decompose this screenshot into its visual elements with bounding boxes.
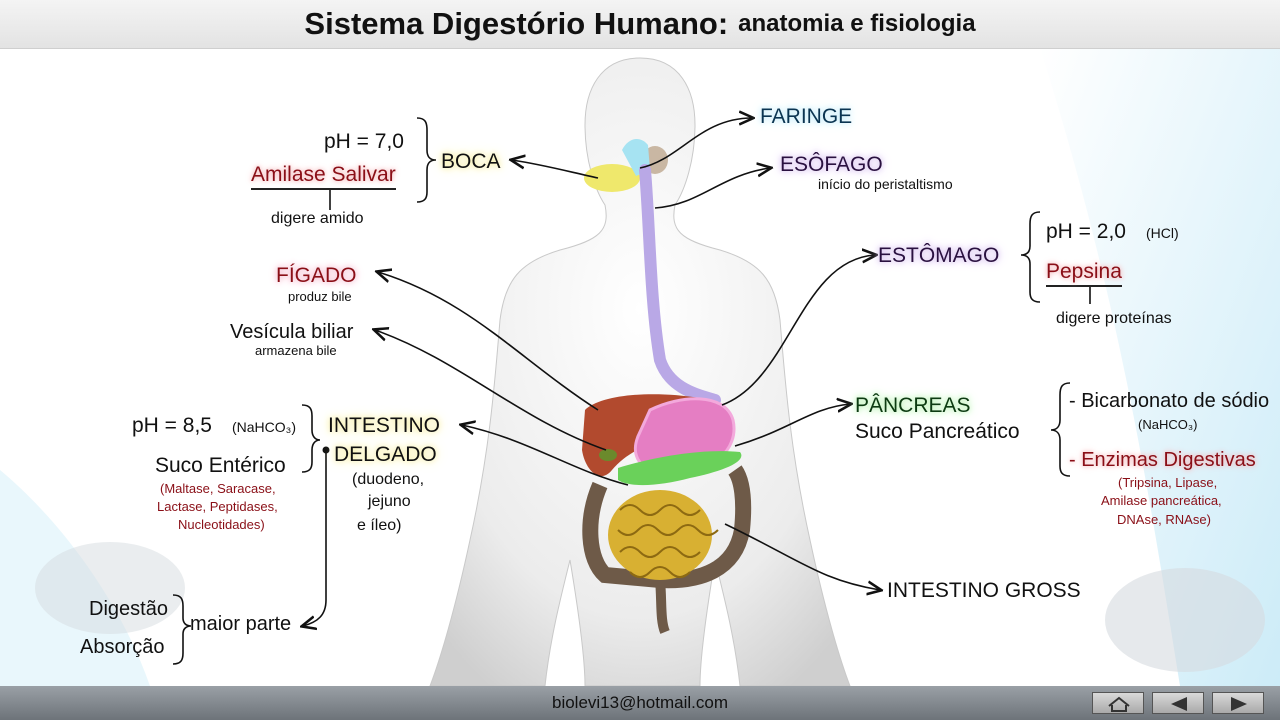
function-arrow xyxy=(303,450,326,626)
pancreas-enzyme-line3: DNAse, RNAse) xyxy=(1117,513,1211,526)
pancreas-juice: Suco Pancreático xyxy=(855,421,1020,442)
footer-email: biolevi13@hotmail.com xyxy=(0,693,1280,713)
delgado-brace xyxy=(302,405,320,472)
estomago-enzyme: Pepsina xyxy=(1046,261,1122,287)
arrow-left-icon xyxy=(1153,693,1205,715)
title-bar: Sistema Digestório Humano: anatomia e fi… xyxy=(0,0,1280,49)
delgado-enzyme-line1: (Maltase, Saracase, xyxy=(160,482,276,495)
next-button[interactable] xyxy=(1212,692,1264,714)
mouth-organ xyxy=(584,164,640,192)
delgado-part2: jejuno xyxy=(368,494,411,510)
faringe-label: FARINGE xyxy=(760,106,852,127)
figado-note: produz bile xyxy=(288,290,352,303)
vesicula-label: Vesícula biliar xyxy=(230,322,353,342)
boca-arrow xyxy=(512,160,598,178)
function-absorcao: Absorção xyxy=(80,637,165,657)
esofago-label: ESÔFAGO xyxy=(780,154,883,175)
delgado-part1: (duodeno, xyxy=(352,472,424,488)
boca-brace xyxy=(417,118,436,202)
pancreas-enzyme-line2: Amilase pancreática, xyxy=(1101,494,1222,507)
page-subtitle: anatomia e fisiologia xyxy=(738,10,975,38)
grosso-label: INTESTINO GROSS xyxy=(887,580,1081,601)
boca-label: BOCA xyxy=(441,151,501,172)
esofago-note: início do peristaltismo xyxy=(818,177,953,191)
pancreas-item1-formula: (NaHCO₃) xyxy=(1138,418,1197,431)
delgado-label-line2: DELGADO xyxy=(334,444,437,465)
delgado-enzyme-line3: Nucleotidades) xyxy=(178,518,265,531)
pancreas-item2: - Enzimas Digestivas xyxy=(1069,450,1256,470)
pancreas-enzyme-line1: (Tripsina, Lipase, xyxy=(1118,476,1217,489)
page-title: Sistema Digestório Humano: xyxy=(304,6,728,42)
pancreas-item1: - Bicarbonato de sódio xyxy=(1069,391,1269,411)
delgado-label-line1: INTESTINO xyxy=(328,415,440,436)
estomago-ph: pH = 2,0 xyxy=(1046,221,1126,242)
delgado-ph-note: (NaHCO₃) xyxy=(232,420,296,434)
delgado-ph: pH = 8,5 xyxy=(132,415,212,436)
estomago-label: ESTÔMAGO xyxy=(878,245,999,266)
home-button[interactable] xyxy=(1092,692,1144,714)
boca-enzyme: Amilase Salivar xyxy=(251,164,396,190)
gallbladder-organ xyxy=(599,449,617,461)
brain-decoration-right xyxy=(1105,568,1265,672)
figado-label: FÍGADO xyxy=(276,265,357,286)
brain-decoration-left xyxy=(35,542,185,634)
boca-action: digere amido xyxy=(271,211,364,227)
pancreas-label: PÂNCREAS xyxy=(855,395,971,416)
pancreas-brace xyxy=(1051,383,1070,476)
function-note: maior parte xyxy=(190,614,291,634)
estomago-brace xyxy=(1021,212,1040,302)
previous-button[interactable] xyxy=(1152,692,1204,714)
estomago-action: digere proteínas xyxy=(1056,311,1172,327)
delgado-juice: Suco Entérico xyxy=(155,455,286,476)
vesicula-note: armazena bile xyxy=(255,344,337,357)
boca-ph: pH = 7,0 xyxy=(324,131,404,152)
estomago-ph-note: (HCl) xyxy=(1146,226,1179,240)
delgado-enzyme-line2: Lactase, Peptidases, xyxy=(157,500,278,513)
delgado-part3: e íleo) xyxy=(357,518,401,534)
home-icon xyxy=(1093,693,1145,715)
function-digestao: Digestão xyxy=(89,599,168,619)
arrow-right-icon xyxy=(1213,693,1265,715)
